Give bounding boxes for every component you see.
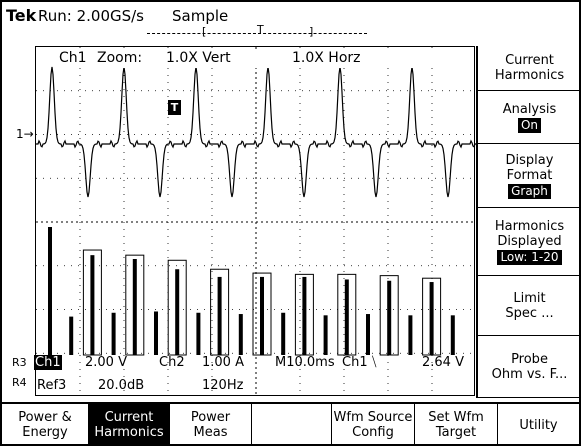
graticule[interactable]: [35, 46, 476, 397]
record-view-indicator: [ T ]: [147, 23, 367, 38]
harmonic-bar: [238, 314, 243, 355]
harmonic-bar: [217, 276, 222, 355]
channel-readout: R3 R4 Ch1 2.00 V Ch2 1.00 A M10.0ms Ch1 …: [12, 354, 475, 398]
harmonic-bar: [154, 311, 158, 355]
acquisition-status: Run: 2.00GS/s: [38, 7, 144, 25]
zoom-readout: Ch1 Zoom: 1.0X Vert 1.0X Horz: [59, 50, 459, 68]
bottom-item-label: Harmonics: [94, 425, 164, 440]
utility-button[interactable]: Utility: [498, 404, 579, 446]
harmonic-bar: [281, 312, 286, 355]
bottom-item-label: Wfm Source: [333, 410, 413, 425]
harmonic-bar: [196, 312, 201, 355]
bottom-item-label: Set Wfm: [428, 410, 484, 425]
status-bar: Tek Run: 2.00GS/s Sample [ T ]: [2, 2, 579, 38]
harmonic-bar: [408, 315, 413, 355]
side-item-label: Displayed: [497, 233, 562, 249]
ref3-scale: 20.0dB: [98, 378, 145, 393]
bottom-item-label: Power: [190, 410, 231, 425]
harmonic-bar: [48, 227, 52, 355]
bottom-item-label: Config: [352, 425, 394, 440]
bottom-item-label: Target: [435, 425, 477, 440]
harmonic-bar: [90, 255, 95, 355]
ch1-waveform: [36, 66, 476, 198]
ch2-scale: 1.00 A: [202, 355, 244, 370]
side-item-label: Probe: [511, 351, 548, 367]
harmonic-bar: [175, 269, 180, 355]
zoom-channel: Ch1: [59, 50, 87, 66]
record-trigger-marker: T: [257, 23, 264, 36]
ref3-indicator: Ref3: [37, 378, 67, 393]
side-item-label: Limit: [513, 290, 546, 306]
r3-label: R3: [12, 356, 27, 369]
harmonic-bar: [344, 279, 349, 355]
side-item-label: Current: [505, 53, 554, 68]
acquisition-mode: Sample: [172, 7, 229, 25]
side-item-label: Harmonics: [494, 218, 565, 234]
zoom-label: Zoom:: [97, 50, 143, 66]
power-energy-button[interactable]: Power &Energy: [2, 404, 89, 446]
ch1-scale: 2.00 V: [85, 355, 127, 370]
bottom-item-label: Current: [104, 410, 154, 425]
trigger-slope-icon: ⧹: [372, 355, 377, 370]
trigger-level: 2.64 V: [422, 355, 464, 370]
record-left-bracket: [: [202, 25, 207, 38]
timebase: M10.0ms: [275, 355, 335, 370]
zoom-vert: 1.0X Vert: [166, 50, 231, 66]
harmonic-bar: [323, 315, 328, 355]
graticule-grid: [36, 47, 476, 397]
zoom-horz: 1.0X Horz: [292, 50, 361, 66]
trigger-source: Ch1: [342, 355, 368, 370]
bottom-item-label: Meas: [193, 425, 228, 440]
brand-logo: Tek: [6, 6, 37, 25]
side-item-value: On: [517, 117, 542, 133]
trigger-position-marker: T: [168, 100, 181, 115]
r4-label: R4: [12, 376, 27, 389]
side-item-value: Low: 1-20: [497, 249, 562, 265]
bottom-item-label: Power &: [18, 410, 72, 425]
ch2-indicator: Ch2: [159, 355, 185, 370]
harmonic-bar: [69, 316, 74, 355]
harmonic-bar: [260, 276, 264, 355]
ch1-trace: [36, 66, 476, 198]
side-item-label: Spec ...: [505, 305, 554, 321]
ref3-frequency: 120Hz: [202, 378, 244, 393]
harmonic-bar: [387, 280, 392, 355]
ch1-ground-marker: 1→: [16, 127, 34, 141]
bottom-item-label: Energy: [22, 425, 68, 440]
side-item-label: Ohm vs. F...: [491, 366, 568, 382]
side-item-label: Analysis: [502, 101, 557, 117]
harmonic-bar: [450, 315, 455, 355]
side-item-label: Format: [506, 167, 553, 183]
harmonic-bar: [111, 312, 116, 355]
side-item-label: Harmonics: [494, 68, 565, 83]
ch1-indicator: Ch1: [34, 355, 62, 370]
empty-menu-button[interactable]: [252, 404, 332, 446]
harmonic-bar: [429, 282, 434, 355]
harmonic-bar: [132, 259, 137, 355]
side-item-value: Graph: [508, 183, 551, 199]
harmonics-bar-graph: [48, 227, 455, 356]
record-right-bracket: ]: [309, 25, 314, 38]
side-item-label: Display: [505, 152, 554, 168]
bottom-item-label: Utility: [519, 417, 558, 433]
harmonic-bar: [366, 314, 370, 355]
harmonic-bar: [302, 276, 307, 355]
